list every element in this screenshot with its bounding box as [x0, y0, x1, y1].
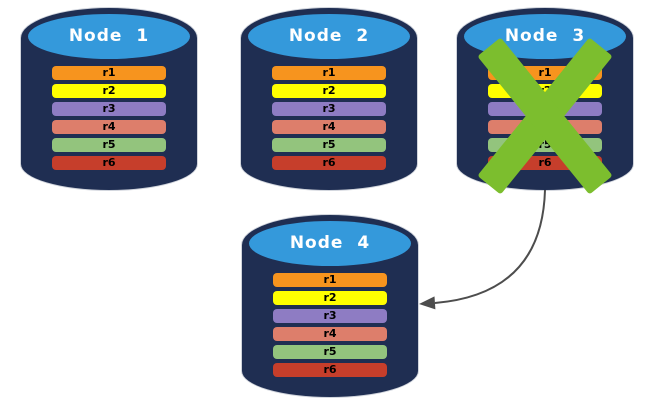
row-label: r1: [323, 273, 337, 286]
row-label: r6: [538, 156, 552, 169]
row-label: r4: [102, 120, 116, 133]
row-label: r5: [102, 138, 116, 151]
replica-row-r2: r2: [273, 291, 387, 305]
node-2-cylinder-top: Node 2: [248, 14, 410, 59]
row-label: r6: [322, 156, 336, 169]
row-label: r2: [102, 84, 116, 97]
row-label: r3: [102, 102, 116, 115]
row-label: r1: [538, 66, 552, 79]
node-4-cylinder: Node 4 r1 r2 r3 r4 r5 r6: [242, 215, 418, 397]
row-label: r5: [323, 345, 337, 358]
row-label: r6: [323, 363, 337, 376]
replica-row-r3: r3: [272, 102, 386, 116]
node-2-replica-rows: r1 r2 r3 r4 r5 r6: [272, 66, 386, 170]
node-1-cylinder: Node 1 r1 r2 r3 r4 r5 r6: [21, 8, 197, 190]
transfer-arrow-shaft: [434, 189, 546, 304]
node-1-title: Node 1: [68, 26, 150, 46]
row-label: r3: [322, 102, 336, 115]
row-label: r2: [323, 291, 337, 304]
node-2-title: Node 2: [288, 26, 370, 46]
replica-row-r5: r5: [52, 138, 166, 152]
row-label: r4: [323, 327, 337, 340]
replica-row-r6: r6: [52, 156, 166, 170]
row-label: r2: [322, 84, 336, 97]
replica-row-r1: r1: [272, 66, 386, 80]
node-3-cylinder: Node 3 r1 r2 r3 r4 r5 r6: [457, 8, 633, 195]
replica-row-r6: r6: [272, 156, 386, 170]
replica-row-r3: r3: [52, 102, 166, 116]
node-2-cylinder: Node 2 r1 r2 r3 r4 r5 r6: [241, 8, 417, 190]
transfer-arrow: [419, 189, 546, 310]
replica-row-r6: r6: [273, 363, 387, 377]
row-label: r1: [102, 66, 116, 79]
replica-row-r1: r1: [52, 66, 166, 80]
replica-row-r4: r4: [272, 120, 386, 134]
node-1-cylinder-top: Node 1: [28, 14, 190, 59]
replica-row-r4: r4: [52, 120, 166, 134]
row-label: r4: [322, 120, 336, 133]
replica-row-r2: r2: [52, 84, 166, 98]
row-label: r5: [322, 138, 336, 151]
replica-row-r4: r4: [273, 327, 387, 341]
transfer-arrowhead-icon: [419, 296, 436, 310]
replica-row-r5: r5: [272, 138, 386, 152]
failure-x-icon: [477, 37, 613, 195]
row-label: r3: [323, 309, 337, 322]
node-4-title: Node 4: [289, 233, 371, 253]
node-4-cylinder-top: Node 4: [249, 221, 411, 266]
row-label: r1: [322, 66, 336, 79]
row-label: r6: [102, 156, 116, 169]
node-1-replica-rows: r1 r2 r3 r4 r5 r6: [52, 66, 166, 170]
replica-row-r5: r5: [273, 345, 387, 359]
node-4-replica-rows: r1 r2 r3 r4 r5 r6: [273, 273, 387, 377]
node-3-title: Node 3: [504, 26, 586, 46]
replica-row-r3: r3: [273, 309, 387, 323]
replica-row-r1: r1: [273, 273, 387, 287]
replica-row-r2: r2: [272, 84, 386, 98]
